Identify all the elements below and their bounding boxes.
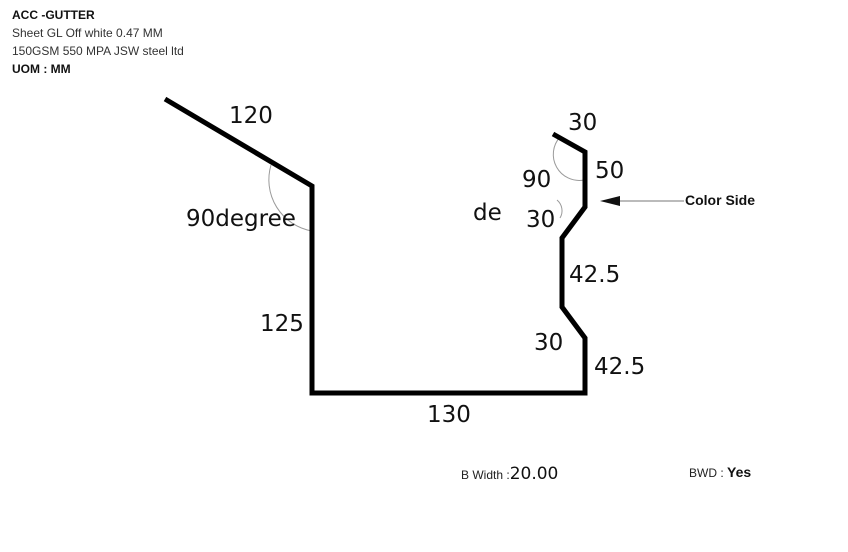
upper-bend-angle-arc: [556, 199, 563, 219]
left-corner-angle-arc: [268, 164, 313, 232]
angle-upper-bend: 30: [526, 207, 555, 233]
b-width-info: B Width :20.00: [461, 464, 558, 484]
uom-label: UOM : MM: [12, 62, 71, 76]
bwd-value: Yes: [727, 464, 752, 480]
header: ACC -GUTTER Sheet GL Off white 0.47 MM 1…: [12, 6, 184, 78]
gutter-profile-line: [163, 96, 588, 396]
b-width-value: 20.00: [509, 464, 559, 484]
angle-left-corner-part2: de: [473, 200, 502, 226]
color-side-label: Color Side: [685, 192, 755, 208]
dim-right-upper: 50: [595, 158, 624, 184]
dim-right-lower: 42.5: [594, 354, 645, 380]
dim-bottom: 130: [427, 402, 471, 428]
dim-left-vertical: 125: [260, 311, 304, 337]
bwd-label: BWD :: [689, 466, 727, 480]
bwd-info: BWD : Yes: [689, 464, 751, 480]
drawing-title: ACC -GUTTER: [12, 8, 95, 22]
dim-top-right: 30: [568, 110, 597, 136]
angle-left-corner-part1: 90degree: [186, 206, 296, 232]
material-line-1: Sheet GL Off white 0.47 MM: [12, 26, 163, 40]
dim-top-left: 120: [229, 103, 273, 129]
angle-top-right: 90: [522, 167, 551, 193]
top-right-angle-arc: [552, 136, 585, 181]
material-line-2: 150GSM 550 MPA JSW steel ltd: [12, 44, 184, 58]
angle-lower-bend: 30: [534, 330, 563, 356]
dim-right-middle: 42.5: [569, 262, 620, 288]
color-side-arrow-head: [600, 196, 620, 206]
b-width-label: B Width :: [461, 468, 510, 482]
